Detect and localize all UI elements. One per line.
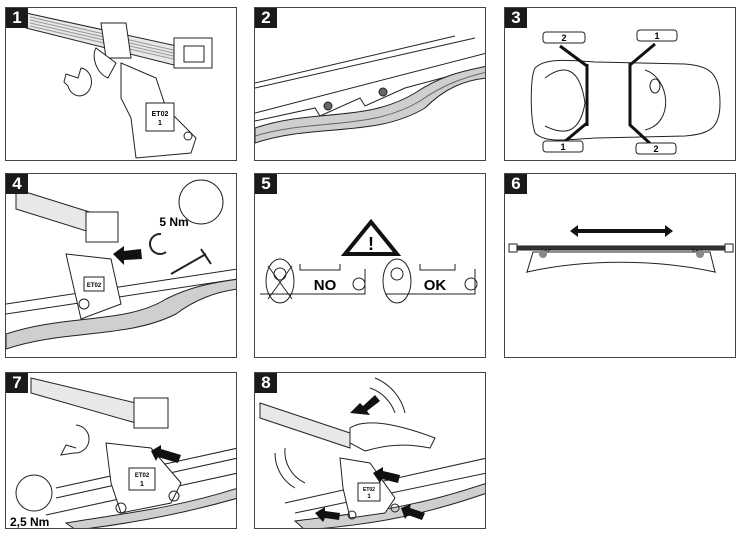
step-8-panel: 8 ET02 1 [254, 372, 486, 529]
step-number: 4 [6, 174, 28, 194]
step-number: 6 [505, 174, 527, 194]
torque-label: 2,5 Nm [10, 515, 49, 529]
pad-label: ET02 [87, 283, 102, 289]
step-6-panel: 6 [504, 173, 736, 358]
pad-sub-label: 1 [140, 481, 144, 488]
push-arrow-icon [151, 445, 181, 463]
pad-sub-label: 1 [367, 494, 371, 500]
clamp-knob-icon [539, 250, 547, 258]
step-2-illustration [255, 35, 485, 144]
warning-triangle-icon: ! [340, 218, 402, 256]
bar-label: 1 [654, 31, 659, 41]
step-3-panel: 3 2 1 1 2 [504, 7, 736, 161]
bar-label: 1 [560, 142, 565, 152]
step-7-panel: 7 ET02 1 2,5 Nm [5, 372, 237, 529]
push-arrow-icon [113, 246, 142, 265]
rotate-arrow-icon [63, 67, 92, 97]
pad-label: ET02 [152, 111, 169, 118]
push-arrow-icon [350, 395, 380, 415]
step-1-panel: 1 ET02 1 [5, 7, 237, 161]
bar-label: 2 [653, 144, 658, 154]
push-arrow-icon [401, 504, 425, 520]
svg-text:!: ! [368, 234, 374, 254]
step-5-panel: 5 ! NO OK [254, 173, 486, 358]
strength-icon [15, 474, 53, 512]
torque-label: 5 Nm [159, 215, 188, 229]
step-7-illustration: ET02 1 2,5 Nm [10, 377, 236, 529]
bar-label: 2 [561, 33, 566, 43]
step-number: 8 [255, 373, 277, 393]
step-2-panel: 2 [254, 7, 486, 161]
step-1-illustration: ET02 1 [25, 12, 213, 159]
step-8-illustration: ET02 1 [259, 377, 485, 528]
step-number: 2 [255, 8, 277, 28]
step-5-illustration: ! NO OK [260, 218, 478, 304]
push-arrow-icon [373, 467, 400, 483]
pad-label: ET02 [363, 487, 375, 493]
hand-icon [349, 422, 436, 452]
step-3-illustration: 2 1 1 2 [530, 29, 721, 155]
step-number: 5 [255, 174, 277, 194]
rotate-arrow-icon [60, 424, 90, 456]
step-4-panel: 4 ET02 5 Nm [5, 173, 237, 358]
car-top-view [530, 59, 721, 141]
push-arrow-icon [315, 507, 340, 522]
step-4-illustration: ET02 5 Nm [6, 179, 236, 350]
key-icon [170, 248, 212, 275]
step-6-illustration [508, 225, 734, 274]
rotate-arrow-icon [149, 232, 167, 255]
pad-label: ET02 [135, 473, 150, 479]
pad-sub-label: 1 [158, 120, 162, 127]
step-number: 1 [6, 8, 28, 28]
correct-label: OK [424, 277, 447, 294]
strength-icon [178, 179, 224, 225]
wrong-label: NO [314, 277, 337, 294]
step-number: 7 [6, 373, 28, 393]
step-number: 3 [505, 8, 527, 28]
clamp-knob-icon [696, 250, 704, 258]
double-arrow-icon [570, 225, 673, 237]
